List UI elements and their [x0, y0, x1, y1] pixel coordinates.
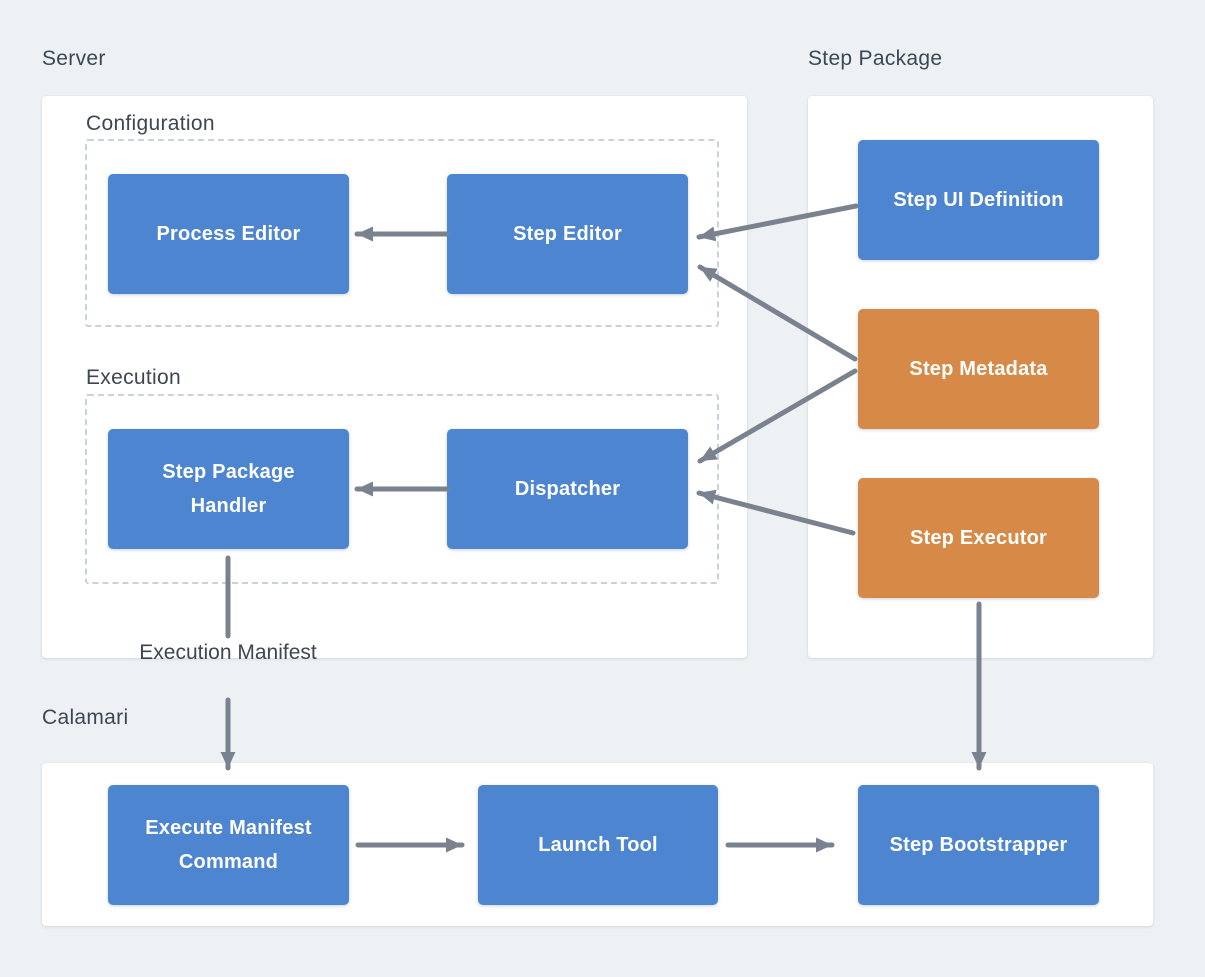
node-step-editor: Step Editor: [447, 174, 688, 294]
node-execute-manifest-command: Execute Manifest Command: [108, 785, 349, 905]
node-step-executor-label: Step Executor: [909, 527, 1048, 549]
node-process-editor-label: Process Editor: [156, 223, 301, 245]
node-step-metadata: Step Metadata: [858, 309, 1099, 429]
node-launch-tool-label: Launch Tool: [538, 834, 658, 856]
execution-group-box: [85, 394, 719, 584]
execution-group-label: Execution: [86, 366, 181, 389]
node-step-metadata-label: Step Metadata: [909, 358, 1048, 380]
node-dispatcher: Dispatcher: [447, 429, 688, 549]
node-step-package-handler: Step Package Handler: [108, 429, 349, 549]
node-launch-tool: Launch Tool: [478, 785, 718, 905]
node-step-package-handler-label: Step Package Handler: [162, 461, 295, 517]
node-step-bootstrapper-label: Step Bootstrapper: [889, 834, 1068, 856]
node-step-bootstrapper: Step Bootstrapper: [858, 785, 1099, 905]
calamari-section-label: Calamari: [42, 706, 129, 729]
node-dispatcher-label: Dispatcher: [514, 478, 621, 500]
node-step-executor: Step Executor: [858, 478, 1099, 598]
node-step-ui-definition: Step UI Definition: [858, 140, 1099, 260]
configuration-group-label: Configuration: [86, 112, 215, 135]
node-process-editor: Process Editor: [108, 174, 349, 294]
node-execute-manifest-command-label: Execute Manifest Command: [145, 817, 312, 873]
node-step-ui-definition-label: Step UI Definition: [893, 189, 1064, 211]
step-package-section-label: Step Package: [808, 47, 943, 70]
execution-manifest-annotation: Execution Manifest: [139, 641, 317, 664]
server-section-label: Server: [42, 47, 106, 70]
node-step-editor-label: Step Editor: [513, 223, 622, 245]
